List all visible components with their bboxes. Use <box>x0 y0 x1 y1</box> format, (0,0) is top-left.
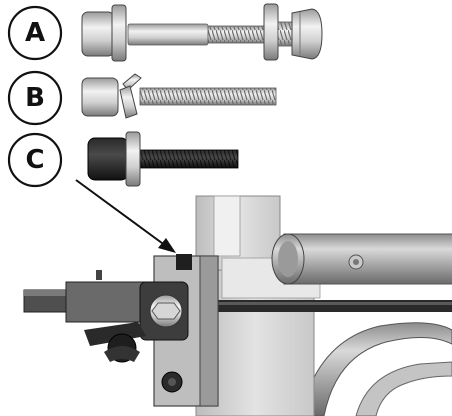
callout-c-label: C <box>25 145 44 175</box>
callout-a-label: A <box>25 18 45 48</box>
callout-a: A <box>7 5 63 61</box>
callout-b: B <box>7 70 63 126</box>
pointer-arrow <box>75 179 176 253</box>
part-b-bolt-icon <box>81 73 277 119</box>
part-a-bolt-icon <box>81 3 323 62</box>
callout-b-label: B <box>25 83 45 113</box>
handle-mount-assembly-icon <box>23 195 452 416</box>
callout-c: C <box>7 132 63 188</box>
part-c-bolt-icon <box>87 131 239 187</box>
